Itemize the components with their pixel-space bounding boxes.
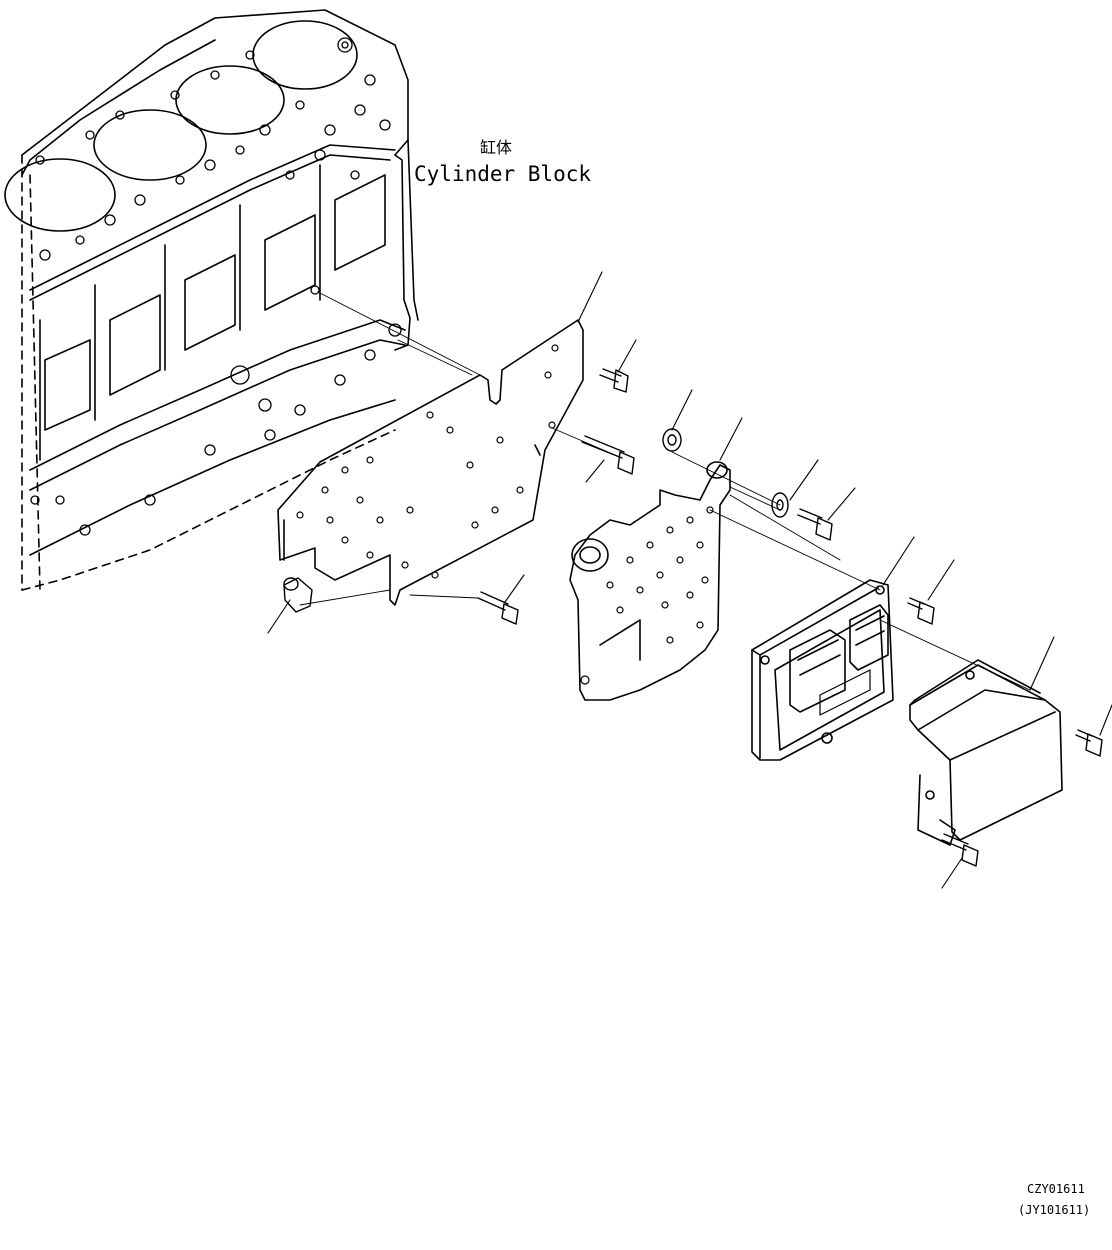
cylinder-block-label-cn: 缸体 [480, 138, 513, 157]
mounting-bracket-plate [277, 319, 584, 606]
leader-lines [267, 271, 1112, 889]
assembly-lines [299, 291, 1031, 691]
cylinder-block [4, 9, 419, 591]
drawing-code-alt: (JY101611) [1018, 1203, 1091, 1217]
engine-control-module [751, 579, 894, 761]
ecm-base-plate [569, 461, 731, 701]
washers-and-spacers [283, 428, 789, 613]
drawing-code: CZY01611 [1027, 1182, 1085, 1196]
cylinder-block-label-en: Cylinder Block [414, 162, 592, 186]
ecm-cover [909, 659, 1063, 846]
bolts [477, 368, 1103, 867]
